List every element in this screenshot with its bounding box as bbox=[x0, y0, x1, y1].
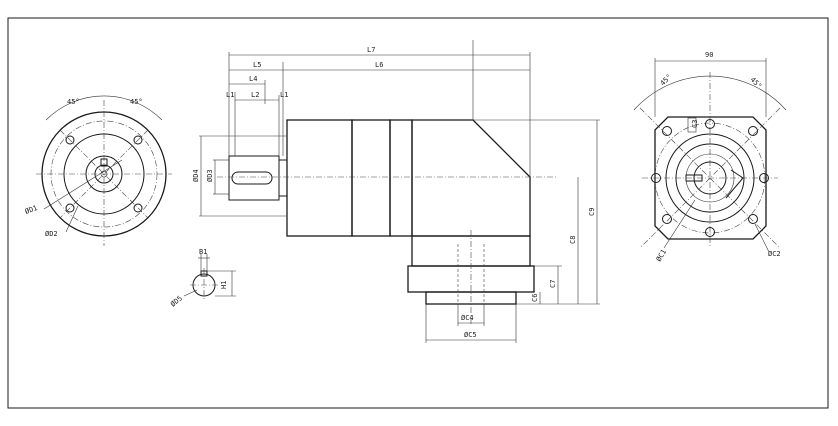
left-angle-right: 45° bbox=[130, 98, 143, 106]
right-bolt-hole-left bbox=[651, 173, 661, 183]
right-angle-housing bbox=[411, 119, 531, 237]
side-c5-label: ØC5 bbox=[464, 331, 477, 339]
right-c3-label: C3 bbox=[691, 120, 699, 128]
side-l4-label: L4 bbox=[249, 75, 257, 83]
side-c8-label: C8 bbox=[569, 236, 577, 244]
side-l7-label: L7 bbox=[367, 46, 375, 54]
sheet-border bbox=[7, 17, 829, 409]
right-angle-arc bbox=[633, 75, 787, 111]
left-bolt-hole-4 bbox=[133, 203, 143, 213]
left-d2-label: ØD2 bbox=[45, 230, 58, 238]
adapter-flange bbox=[286, 119, 353, 237]
right-tab bbox=[687, 117, 697, 133]
left-angle-arc bbox=[45, 95, 163, 121]
side-l1-left-label: L1 bbox=[226, 91, 234, 99]
right-angle-right: 45° bbox=[749, 76, 764, 91]
gear-stage-2 bbox=[389, 119, 413, 237]
side-c9-label: C9 bbox=[588, 208, 596, 216]
left-bolt-hole-2 bbox=[133, 135, 143, 145]
left-d2-leader bbox=[65, 205, 79, 233]
output-housing bbox=[411, 235, 531, 267]
right-bolt-hole-2 bbox=[748, 126, 758, 136]
left-end-view: 45° 45° ØD1 ØD2 bbox=[24, 95, 172, 246]
side-l6-label: L6 bbox=[375, 61, 383, 69]
input-shaft-key bbox=[231, 171, 273, 185]
left-d1-leader bbox=[43, 159, 123, 210]
right-angle-left: 45° bbox=[659, 73, 674, 88]
side-c7-label: C7 bbox=[549, 280, 557, 288]
left-d1-label: ØD1 bbox=[24, 204, 39, 216]
side-l5-label: L5 bbox=[253, 61, 261, 69]
side-c6-label: C6 bbox=[531, 294, 539, 302]
left-bolt-hole-1 bbox=[65, 135, 75, 145]
right-bolt-hole-3 bbox=[662, 214, 672, 224]
side-c4-label: ØC4 bbox=[461, 314, 474, 322]
shaft-shoulder bbox=[278, 159, 288, 197]
right-c1-label: ØC1 bbox=[655, 248, 668, 263]
side-d4-label: ØD4 bbox=[192, 169, 200, 182]
d5-leader bbox=[183, 289, 198, 297]
left-diag-1 bbox=[59, 129, 149, 219]
key-d5-label: ØD5 bbox=[169, 294, 184, 308]
right-bolt-hole-1 bbox=[662, 126, 672, 136]
shaft-key-detail: B1 H1 ØD5 bbox=[169, 248, 236, 309]
side-d3-label: ØD3 bbox=[206, 169, 214, 182]
side-l1-right-label: L1 bbox=[280, 91, 288, 99]
right-c2-leader bbox=[754, 223, 770, 253]
right-c1-leader bbox=[663, 199, 696, 249]
right-square-flange bbox=[654, 116, 767, 240]
right-width-label: 90 bbox=[705, 51, 713, 59]
key-h1-label: H1 bbox=[220, 281, 228, 289]
left-angle-left: 45° bbox=[67, 98, 80, 106]
right-c2-label: ØC2 bbox=[768, 250, 781, 258]
right-bolt-hole-4 bbox=[748, 214, 758, 224]
side-elevation-view: L7 L5 L6 L4 L1 L2 L1 ØD4 ØD3 C9 C8 C7 C6… bbox=[192, 40, 600, 343]
left-bolt-hole-3 bbox=[65, 203, 75, 213]
gear-stage-1 bbox=[351, 119, 391, 237]
right-end-view: 90 45° 45° C3 ØC1 ØC2 bbox=[633, 51, 787, 263]
side-l2-label: L2 bbox=[251, 91, 259, 99]
key-b1-label: B1 bbox=[199, 248, 207, 256]
left-diag-2 bbox=[59, 129, 149, 219]
